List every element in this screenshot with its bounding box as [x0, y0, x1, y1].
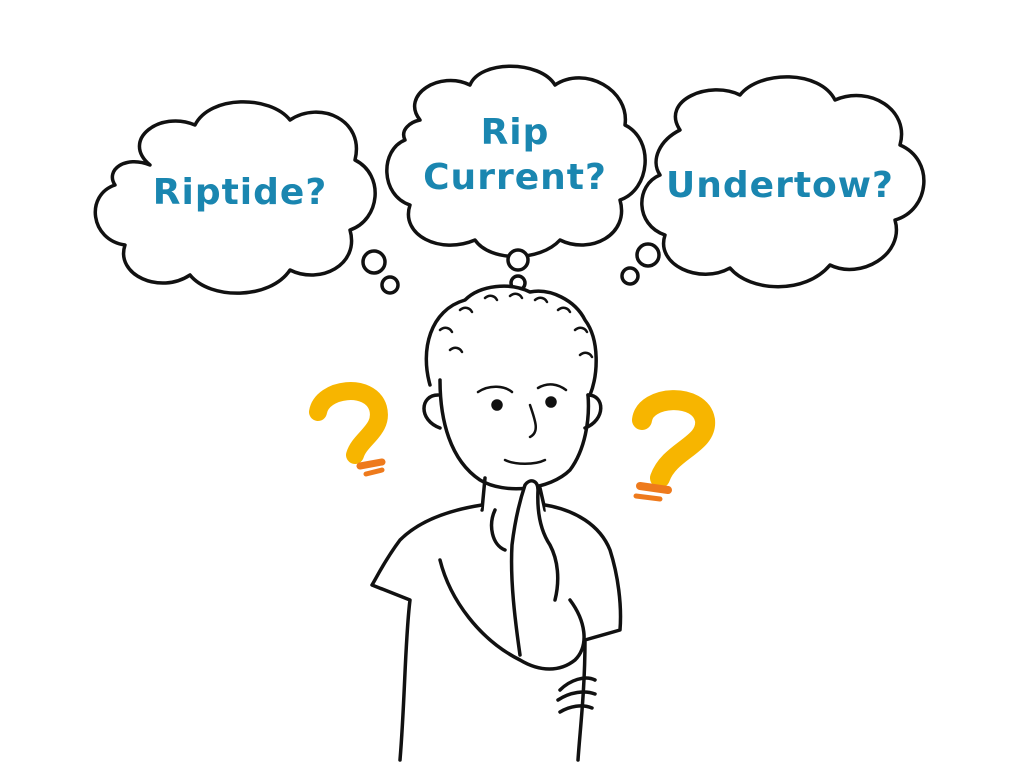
question-mark-right-icon: [632, 390, 716, 502]
thought-text-line-1: Rip: [480, 112, 550, 153]
thought-text-riptide: Riptide?: [152, 172, 328, 213]
thought-cloud-right: [620, 75, 926, 289]
question-mark-left-icon: [309, 382, 388, 477]
thought-text-rip-current: Rip Current?: [405, 110, 625, 200]
boy-figure: [370, 284, 623, 762]
thought-cloud-left: [93, 100, 400, 295]
thought-text-undertow: Undertow?: [666, 165, 894, 206]
thought-cloud-center: [385, 64, 647, 292]
thought-text-line-2: Current?: [423, 157, 607, 198]
